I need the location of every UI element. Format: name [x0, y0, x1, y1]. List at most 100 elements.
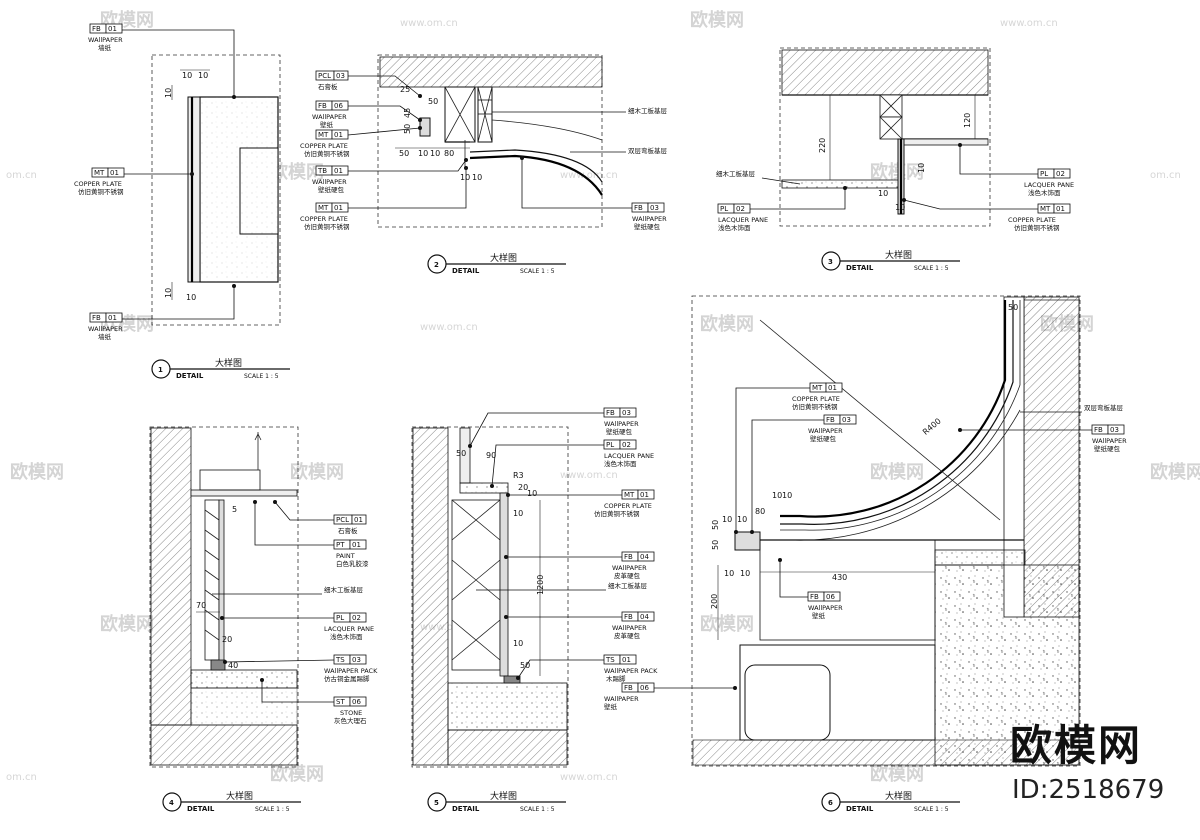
svg-text:STONE: STONE	[340, 709, 362, 717]
svg-text:壁纸硬包: 壁纸硬包	[634, 222, 661, 231]
svg-text:MT: MT	[318, 204, 329, 212]
watermark-site: www.om.cn	[560, 470, 618, 481]
detail-6-frame	[691, 295, 1081, 767]
curved-wallpaper	[780, 300, 1007, 518]
svg-text:80: 80	[755, 507, 765, 516]
lacquer-panel	[218, 499, 225, 671]
svg-text:1: 1	[158, 366, 163, 374]
detail-4-frame	[149, 426, 299, 768]
svg-text:WAllPAPER: WAllPAPER	[1092, 437, 1127, 445]
svg-text:20: 20	[518, 483, 528, 492]
svg-text:石膏板: 石膏板	[338, 526, 358, 535]
stone-floor	[190, 669, 298, 689]
structural-wall	[150, 427, 192, 726]
detail-5-title: 5 大样图 DETAIL SCALE 1 : 5	[427, 790, 566, 813]
svg-text:10: 10	[430, 149, 440, 158]
svg-text:01: 01	[108, 25, 117, 33]
svg-text:MT: MT	[1040, 205, 1051, 213]
ceiling-slab	[781, 49, 989, 96]
svg-text:WAllPAPER: WAllPAPER	[312, 113, 347, 121]
ceiling-board	[190, 489, 298, 497]
svg-text:COPPER PLATE: COPPER PLATE	[604, 502, 652, 510]
svg-text:大样图: 大样图	[226, 790, 253, 802]
dim-label: 10	[198, 71, 208, 80]
panel-layer	[187, 96, 201, 283]
svg-text:WAllPAPER PACK: WAllPAPER PACK	[604, 667, 658, 675]
svg-text:06: 06	[352, 698, 361, 706]
svg-text:10: 10	[917, 163, 926, 173]
svg-text:R3: R3	[513, 471, 524, 480]
dim-label: 10	[186, 293, 196, 302]
watermark-site: www.om.cn	[560, 772, 618, 783]
svg-text:06: 06	[826, 593, 835, 601]
svg-text:10: 10	[878, 189, 888, 198]
detail-6-dims: 50 R400 10 10 10 10 80 50 50 10 10 430 2…	[710, 303, 1018, 640]
svg-text:03: 03	[842, 416, 851, 424]
column-hatch	[1023, 296, 1080, 618]
svg-text:壁纸: 壁纸	[604, 702, 618, 711]
svg-text:SCALE 1 : 5: SCALE 1 : 5	[244, 373, 279, 380]
svg-text:25: 25	[400, 85, 410, 94]
brand-block: 欧模网 ID:2518679	[1010, 721, 1164, 805]
floor-slab	[447, 729, 568, 766]
svg-text:灰色大理石: 灰色大理石	[334, 716, 367, 725]
svg-text:PCL: PCL	[336, 516, 349, 524]
svg-text:皮革硬包: 皮革硬包	[614, 571, 641, 580]
svg-text:50: 50	[711, 520, 720, 530]
svg-text:01: 01	[110, 169, 119, 177]
svg-text:MT: MT	[812, 384, 823, 392]
svg-text:02: 02	[736, 205, 745, 213]
svg-text:50: 50	[520, 661, 530, 670]
svg-text:双层弯板基层: 双层弯板基层	[1084, 403, 1124, 412]
svg-text:仿旧黄铜不锈钢: 仿旧黄铜不锈钢	[304, 149, 350, 158]
svg-text:LACQUER PANE: LACQUER PANE	[1024, 181, 1074, 189]
svg-text:DETAIL: DETAIL	[176, 372, 204, 380]
watermark-site: www.om.cn	[560, 170, 618, 181]
svg-text:PAINT: PAINT	[336, 552, 355, 560]
svg-text:MT: MT	[624, 491, 635, 499]
svg-text:50: 50	[1008, 303, 1018, 312]
svg-text:01: 01	[622, 656, 631, 664]
floor-screed	[447, 682, 568, 731]
watermark-logo: 欧模网	[270, 161, 324, 183]
seat-cushion	[744, 664, 831, 741]
detail-3-title: 3 大样图 DETAIL SCALE 1 : 5	[821, 249, 960, 272]
svg-text:03: 03	[650, 204, 659, 212]
svg-text:FB: FB	[624, 684, 633, 692]
svg-text:DETAIL: DETAIL	[187, 805, 215, 813]
svg-text:50: 50	[456, 449, 466, 458]
svg-text:DETAIL: DETAIL	[846, 805, 874, 813]
svg-text:TB: TB	[317, 167, 327, 175]
svg-text:10: 10	[418, 149, 428, 158]
svg-text:01: 01	[352, 541, 361, 549]
svg-text:02: 02	[352, 614, 361, 622]
svg-text:10: 10	[527, 489, 537, 498]
watermark-site: www.om.cn	[1000, 18, 1058, 29]
svg-text:01: 01	[108, 314, 117, 322]
svg-text:PL: PL	[606, 441, 614, 449]
svg-text:200: 200	[710, 594, 719, 609]
watermark-site: om.cn	[1150, 170, 1181, 181]
watermark-logo: 欧模网	[700, 613, 754, 635]
svg-text:COPPER PLATE: COPPER PLATE	[300, 142, 348, 150]
svg-text:COPPER PLATE: COPPER PLATE	[74, 180, 122, 188]
svg-text:1200: 1200	[536, 575, 545, 595]
svg-text:TS: TS	[605, 656, 615, 664]
svg-text:PL: PL	[336, 614, 344, 622]
